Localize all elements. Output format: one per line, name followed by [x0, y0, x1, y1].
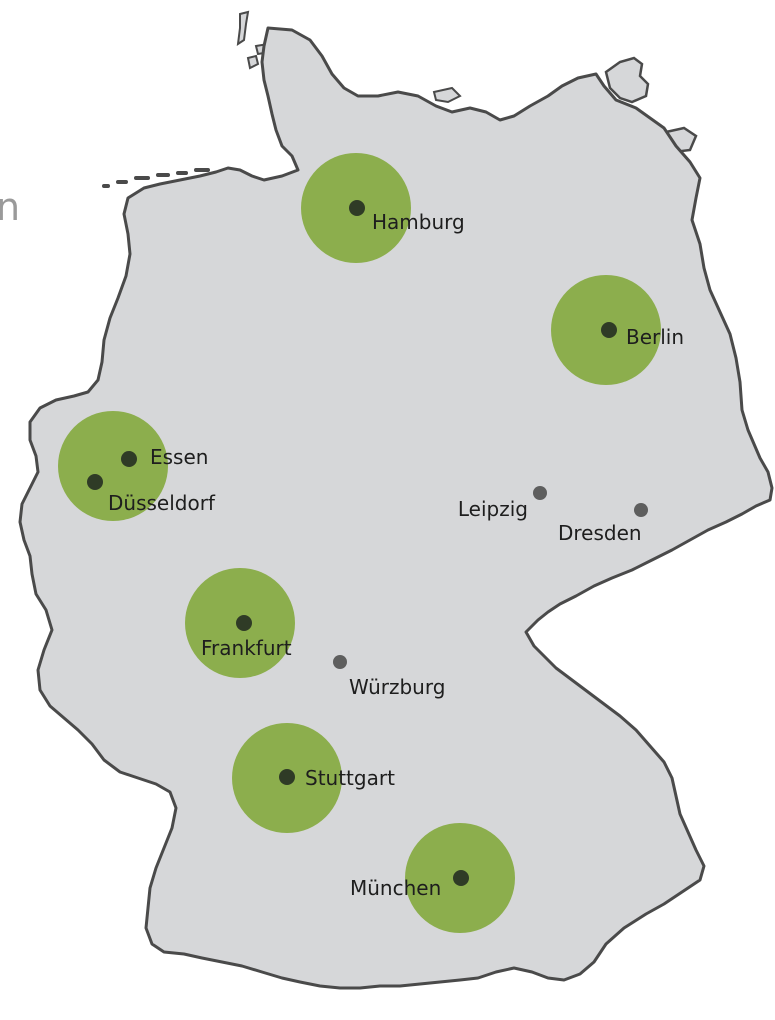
city-label-wuerzburg: Würzburg: [349, 675, 445, 699]
frisian-island: [116, 180, 128, 184]
city-marker-frankfurt[interactable]: [236, 615, 252, 631]
island-amrum: [246, 54, 260, 70]
city-label-essen: Essen: [150, 445, 208, 469]
city-label-dresden: Dresden: [558, 521, 642, 545]
city-marker-hamburg[interactable]: [349, 200, 365, 216]
city-marker-berlin[interactable]: [601, 322, 617, 338]
city-marker-wuerzburg[interactable]: [333, 655, 347, 669]
islands: [102, 10, 698, 188]
city-markers: [87, 200, 648, 886]
city-marker-essen[interactable]: [121, 451, 137, 467]
city-label-muenchen: München: [350, 876, 441, 900]
city-label-duesseldorf: Düsseldorf: [108, 491, 216, 515]
city-marker-muenchen[interactable]: [453, 870, 469, 886]
city-label-frankfurt: Frankfurt: [201, 636, 292, 660]
city-marker-dresden[interactable]: [634, 503, 648, 517]
island-fehmarn: [432, 86, 462, 104]
city-label-stuttgart: Stuttgart: [305, 766, 395, 790]
city-label-berlin: Berlin: [626, 325, 684, 349]
frisian-island: [176, 171, 188, 175]
metro-region-essen: [58, 411, 168, 521]
frisian-island: [134, 176, 150, 180]
east-frisian-islands: [102, 168, 210, 188]
city-marker-duesseldorf[interactable]: [87, 474, 103, 490]
germany-outline: [18, 26, 774, 990]
frisian-island: [102, 184, 110, 188]
frisian-island: [156, 173, 170, 177]
city-marker-leipzig[interactable]: [533, 486, 547, 500]
cut-off-text: n: [0, 185, 21, 229]
island-ruegen: [604, 56, 650, 104]
city-label-hamburg: Hamburg: [372, 210, 465, 234]
city-label-leipzig: Leipzig: [458, 497, 528, 521]
city-marker-stuttgart[interactable]: [279, 769, 295, 785]
frisian-island: [194, 168, 210, 172]
island-sylt: [236, 10, 250, 47]
